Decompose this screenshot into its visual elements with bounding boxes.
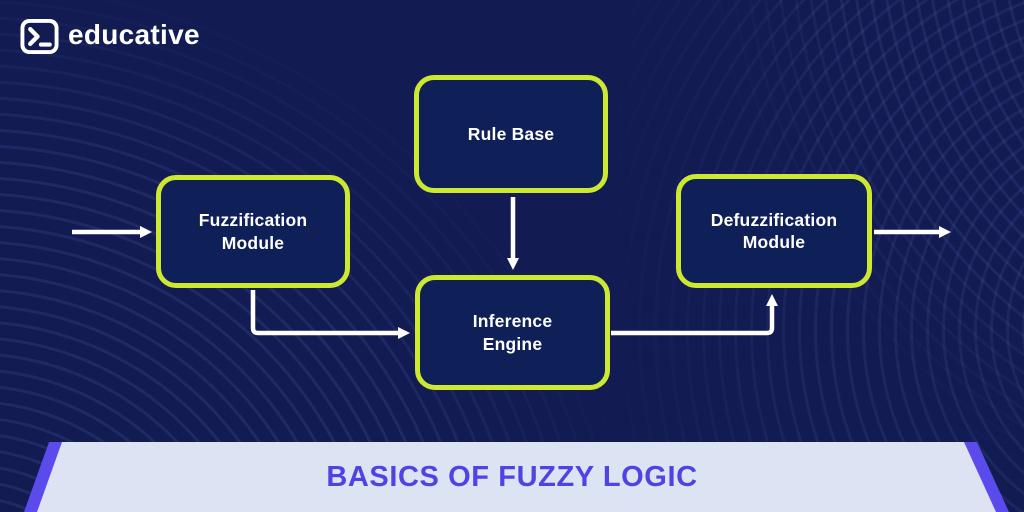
- brand-name: educative: [68, 18, 200, 50]
- educative-logo: educative: [20, 18, 200, 55]
- arrow-fuzzification-to-inference: [250, 290, 410, 339]
- banner: BASICS OF FUZZY LOGIC: [37, 442, 996, 512]
- node-label: Fuzzification Module: [198, 210, 308, 253]
- node-label: Rule Base: [467, 123, 555, 144]
- terminal-prompt-icon: [20, 18, 59, 55]
- node-rule-base: Rule Base: [414, 75, 608, 193]
- node-inference: Inference Engine: [415, 275, 610, 390]
- node-label: Defuzzification Module: [710, 209, 838, 252]
- page-title: BASICS OF FUZZY LOGIC: [326, 460, 698, 493]
- arrow-inference-to-defuzzification: [611, 294, 778, 336]
- node-defuzzification: Defuzzification Module: [676, 174, 872, 288]
- node-label: Inference Engine: [472, 311, 553, 354]
- node-fuzzification: Fuzzification Module: [156, 175, 350, 288]
